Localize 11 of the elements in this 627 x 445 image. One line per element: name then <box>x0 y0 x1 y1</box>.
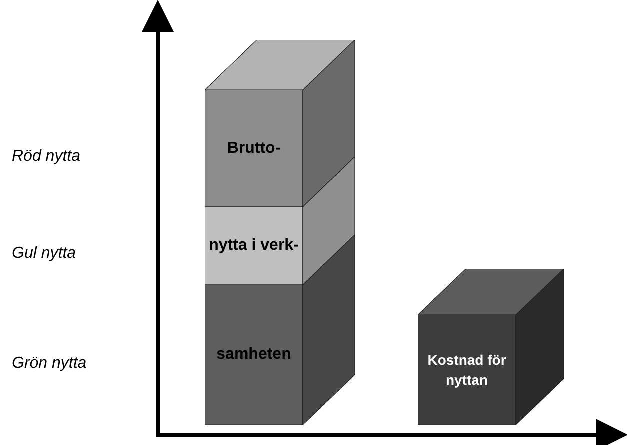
axis-label: Grön nytta <box>12 355 87 373</box>
bar-segment <box>205 235 355 425</box>
bar-segment <box>205 157 355 285</box>
bar-segment <box>418 269 564 425</box>
bar-segment <box>205 40 355 207</box>
bar-label: Kostnad för nyttan <box>426 351 508 390</box>
axis-label: Gul nytta <box>12 245 76 263</box>
bar-label: Brutto- <box>227 138 281 158</box>
axis-label: Röd nytta <box>12 148 80 166</box>
bar-label: samheten <box>216 345 292 365</box>
bar-label: nytta i verk- <box>209 236 299 256</box>
